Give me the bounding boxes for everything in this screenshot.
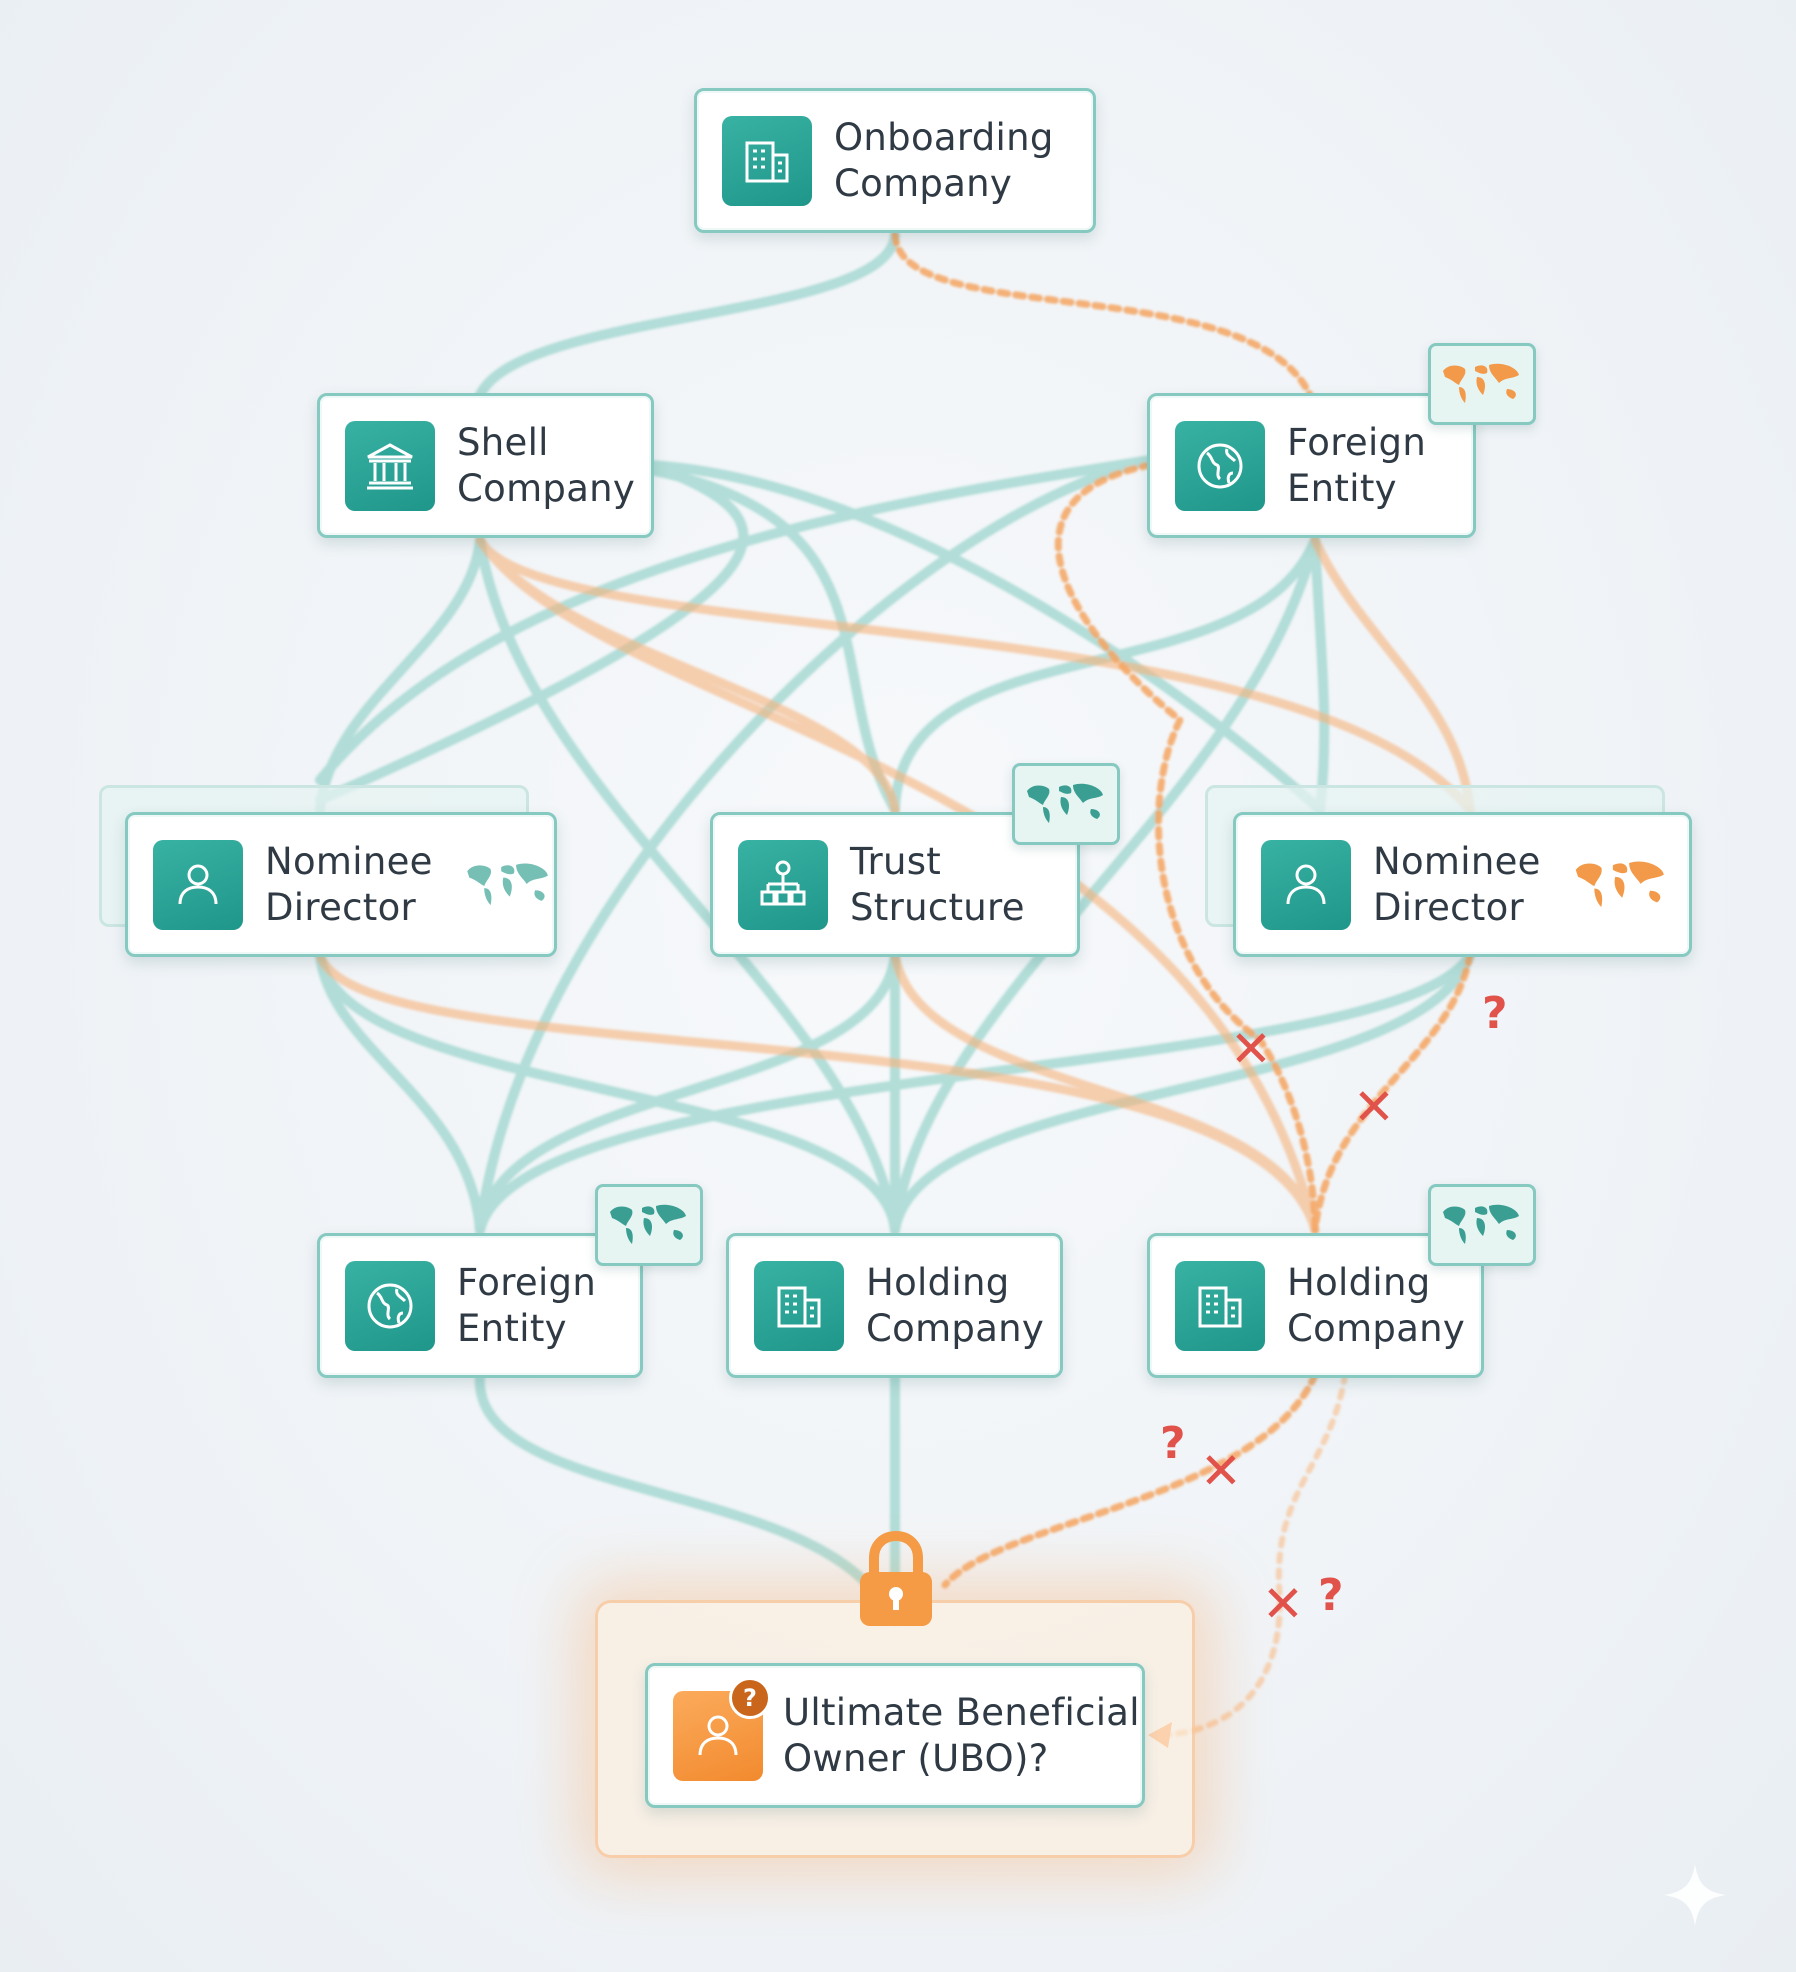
node-nominee-director-left[interactable]: Nominee Director — [125, 812, 557, 957]
link-nominee-left-foreign-bottom — [315, 950, 485, 1235]
link-nominee-left-holding-mid — [315, 950, 900, 1235]
person-icon — [153, 839, 243, 930]
lock-icon — [860, 1530, 932, 1626]
node-label: Ultimate Beneficial Owner (UBO)? — [783, 1690, 1140, 1780]
node-label: Onboarding Company — [834, 115, 1054, 205]
node-ultimate-beneficial-owner[interactable]: ? Ultimate Beneficial Owner (UBO)? — [645, 1663, 1145, 1808]
dotted-link-holding-right-ubo — [941, 1371, 1319, 1589]
link-trust-holding-right-orange — [890, 950, 1320, 1235]
question-badge: ? — [729, 1676, 771, 1719]
link-onboarding-shell — [475, 230, 900, 400]
node-holding-company-right[interactable]: Holding Company — [1147, 1233, 1484, 1378]
link-foreign-nominee-right-orange — [1310, 535, 1475, 815]
person-icon: ? — [673, 1676, 771, 1781]
question-mark: ? — [1318, 1570, 1344, 1621]
bank-icon — [345, 420, 435, 511]
world-map-icon — [466, 862, 548, 905]
link-trust-foreign-bottom — [475, 950, 900, 1235]
link-shell-nominee-right-orange — [475, 535, 1475, 815]
link-nominee-right-holding-mid — [890, 950, 1475, 1235]
office-building-icon — [1175, 1260, 1265, 1351]
globe-icon — [1175, 420, 1265, 511]
cross-mark: ✕ — [1353, 1078, 1395, 1136]
node-label: Holding Company — [1287, 1260, 1466, 1350]
cross-mark: ✕ — [1230, 1020, 1272, 1078]
node-label: Nominee Director — [265, 839, 433, 929]
node-foreign-entity-top[interactable]: Foreign Entity — [1147, 393, 1476, 538]
dotted-link-foreign-holding-right — [1054, 461, 1319, 1234]
cross-mark: ✕ — [1262, 1575, 1304, 1633]
dotted-link-nominee-right-holding-right — [1311, 951, 1474, 1234]
link-foreign-top-foreign-bottom — [475, 455, 1155, 1235]
world-map-icon — [1575, 860, 1664, 907]
office-building-icon — [754, 1260, 844, 1351]
node-holding-company-mid[interactable]: Holding Company — [726, 1233, 1063, 1378]
question-mark: ? — [1160, 1418, 1186, 1469]
node-onboarding-company[interactable]: Onboarding Company — [694, 88, 1096, 233]
question-mark: ? — [1482, 988, 1508, 1039]
link-shell-trust — [645, 465, 900, 815]
dotted-link-onboarding-foreign — [891, 231, 1314, 399]
node-label: Holding Company — [866, 1260, 1045, 1350]
sparkle-icon — [1664, 1864, 1726, 1926]
node-shell-company[interactable]: Shell Company — [317, 393, 654, 538]
link-foreign-top-nominee-right — [1310, 535, 1330, 815]
node-label: Trust Structure — [850, 839, 1025, 929]
cross-mark: ✕ — [1200, 1442, 1242, 1500]
world-map-badge-icon — [595, 1184, 703, 1266]
link-shell-holding-mid — [475, 535, 900, 1235]
hierarchy-icon — [738, 839, 828, 930]
node-label: Foreign Entity — [1287, 420, 1427, 510]
link-foreign-bottom-ubo — [474, 1370, 885, 1605]
node-nominee-director-right[interactable]: Nominee Director — [1233, 812, 1692, 957]
link-shell-holding-right-orange — [475, 535, 1320, 1235]
dotted-link-holding-right-ubo-faint — [1162, 1372, 1348, 1738]
node-label: Shell Company — [457, 420, 636, 510]
world-map-badge-icon — [1428, 343, 1536, 425]
link-foreign-top-trust — [890, 535, 1320, 815]
world-map-badge-icon — [1012, 763, 1120, 845]
link-shell-holding-right — [645, 460, 1325, 815]
link-foreign-nominee-left — [315, 455, 1155, 785]
node-foreign-entity-bottom[interactable]: Foreign Entity — [317, 1233, 643, 1378]
node-label: Foreign Entity — [457, 1260, 597, 1350]
world-map-badge-icon — [1428, 1184, 1536, 1266]
office-building-icon — [722, 115, 812, 206]
globe-icon — [345, 1260, 435, 1351]
person-icon — [1261, 839, 1351, 930]
node-label: Nominee Director — [1373, 839, 1541, 929]
